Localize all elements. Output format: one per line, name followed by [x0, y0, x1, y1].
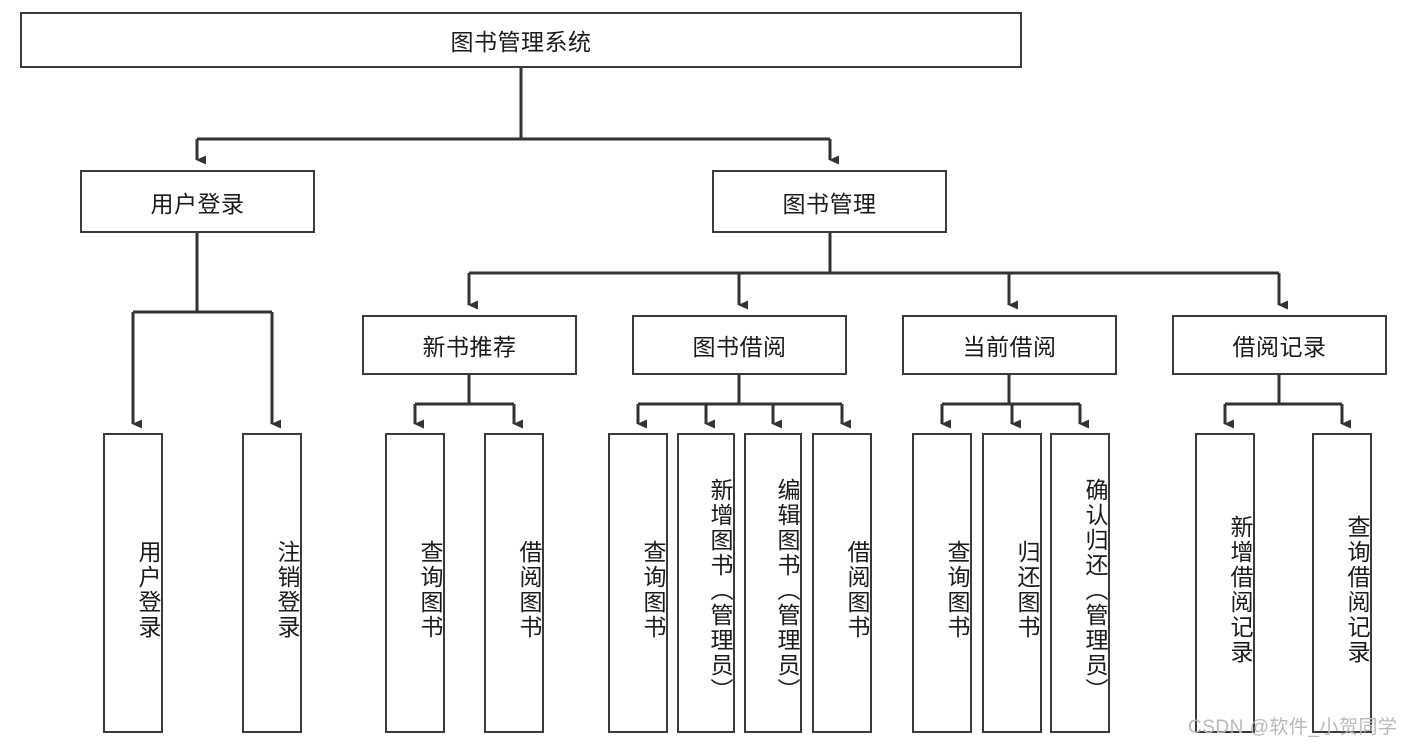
node-label: 新增图书（管理员） [707, 477, 733, 703]
node-label: 新增借阅记录 [1227, 515, 1253, 665]
node-label: 图书管理 [782, 190, 877, 217]
leaf-borrow-query-book[interactable]: 查询图书 [608, 433, 668, 733]
node-label: 查询图书 [944, 540, 970, 640]
leaf-current-query-book[interactable]: 查询图书 [912, 433, 972, 733]
leaf-borrow-add-book[interactable]: 新增图书（管理员） [677, 433, 735, 733]
node-label: 图书借阅 [692, 334, 787, 360]
node-label: 用户登录 [135, 540, 161, 640]
leaf-current-confirm-return[interactable]: 确认归还（管理员） [1050, 433, 1110, 733]
leaf-recommend-borrow-book[interactable]: 借阅图书 [484, 433, 544, 733]
node-label: 查询图书 [640, 540, 666, 640]
node-label: 查询图书 [417, 540, 443, 640]
node-label: 注销登录 [274, 540, 300, 640]
node-label: 当前借阅 [962, 334, 1057, 360]
leaf-recommend-query-book[interactable]: 查询图书 [385, 433, 445, 733]
leaf-user-login-logout[interactable]: 注销登录 [242, 433, 302, 733]
node-label: 查询借阅记录 [1344, 515, 1370, 665]
leaf-user-login-login[interactable]: 用户登录 [103, 433, 163, 733]
node-label: 借阅图书 [844, 540, 870, 640]
node-current-borrow[interactable]: 当前借阅 [902, 315, 1117, 375]
node-label: 借阅记录 [1232, 334, 1327, 360]
node-label: 编辑图书（管理员） [774, 477, 800, 703]
leaf-current-return-book[interactable]: 归还图书 [982, 433, 1042, 733]
node-book-borrow[interactable]: 图书借阅 [632, 315, 847, 375]
node-root-book-management-system[interactable]: 图书管理系统 [20, 12, 1022, 68]
node-label: 归还图书 [1014, 540, 1040, 640]
node-user-login[interactable]: 用户登录 [80, 170, 315, 233]
leaf-record-add-record[interactable]: 新增借阅记录 [1195, 433, 1255, 733]
node-label: 图书管理系统 [450, 29, 592, 55]
node-label: 借阅图书 [516, 540, 542, 640]
node-label: 用户登录 [150, 190, 245, 217]
leaf-record-query-record[interactable]: 查询借阅记录 [1312, 433, 1372, 733]
watermark: CSDN @软件_小贺同学 [1188, 717, 1398, 738]
node-label: 新书推荐 [422, 334, 517, 360]
leaf-borrow-borrow-book[interactable]: 借阅图书 [812, 433, 872, 733]
node-borrow-record[interactable]: 借阅记录 [1172, 315, 1387, 375]
leaf-borrow-edit-book[interactable]: 编辑图书（管理员） [744, 433, 802, 733]
node-new-book-recommend[interactable]: 新书推荐 [362, 315, 577, 375]
node-book-management[interactable]: 图书管理 [712, 170, 947, 233]
node-label: 确认归还（管理员） [1082, 477, 1108, 703]
